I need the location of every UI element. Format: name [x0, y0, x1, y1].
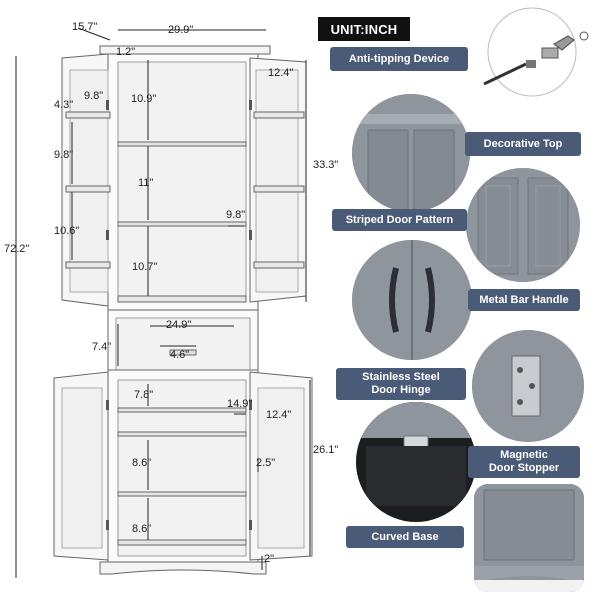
hinge-photo	[472, 330, 584, 442]
dim-handle-length: 4.6"	[170, 349, 190, 361]
curved-base-photo	[474, 484, 584, 592]
decorative-top-photo	[352, 94, 470, 212]
feature-label-curved-base: Curved Base	[346, 526, 464, 548]
dim-door-rack-gap-1: 9.8"	[54, 149, 74, 161]
dim-lower-shelf-3: 8.6"	[132, 523, 152, 535]
dim-door-rack-top: 4.3"	[54, 99, 74, 111]
feature-label-metal-handle: Metal Bar Handle	[468, 289, 580, 311]
dim-door-rack-width: 9.8"	[84, 90, 104, 102]
dim-lower-shelf-depth: 14.9"	[227, 398, 253, 410]
door-pattern-photo	[466, 168, 580, 282]
dim-top-lip: 1.2"	[116, 46, 136, 58]
dim-upper-shelf-3: 10.7"	[132, 261, 158, 273]
feature-label-decorative-top: Decorative Top	[465, 132, 581, 156]
door-stopper-photo	[356, 402, 476, 522]
dim-upper-shelf-depth: 9.8"	[226, 209, 246, 221]
dim-lower-door-width: 12.4"	[266, 409, 292, 421]
dim-upper-shelf-2: 11"	[138, 177, 154, 189]
cabinet-line-drawing	[15, 27, 313, 578]
metal-handle-photo	[352, 240, 472, 360]
dim-door-rack-gap-2: 10.6"	[54, 225, 80, 237]
feature-label-door-pattern: Striped Door Pattern	[332, 209, 467, 231]
unit-label: UNIT:INCH	[318, 17, 410, 41]
dim-upper-shelf-1: 10.9"	[131, 93, 157, 105]
dim-upper-height: 33.3"	[313, 159, 339, 171]
feature-label-door-hinge: Stainless Steel Door Hinge	[336, 368, 466, 400]
dim-lower-shelf-2: 8.6"	[132, 457, 152, 469]
dim-depth: 15.7"	[72, 21, 98, 33]
dim-base-height: 2"	[264, 553, 275, 565]
dim-width: 29.9"	[168, 24, 194, 36]
dim-shelf-adjust: 2.5"	[256, 457, 276, 469]
dim-lower-height: 26.1"	[313, 444, 339, 456]
dim-total-height: 72.2"	[4, 243, 30, 255]
feature-label-door-stopper: Magnetic Door Stopper	[468, 446, 580, 478]
dim-drawer-width: 24.9"	[166, 319, 192, 331]
feature-label-anti-tipping: Anti-tipping Device	[330, 47, 468, 71]
dim-drawer-height: 7.4"	[92, 341, 112, 353]
dim-upper-door-width: 12.4"	[268, 67, 294, 79]
dim-lower-shelf-1: 7.8"	[134, 389, 154, 401]
anti-tipping-hardware-icon	[483, 7, 589, 97]
